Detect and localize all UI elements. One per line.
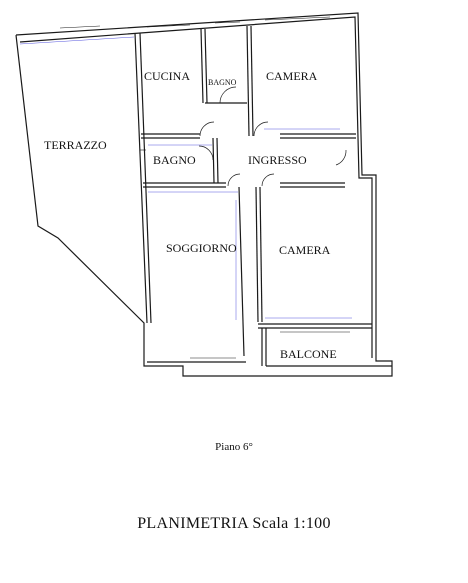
wall-kitchen-bath [200, 28, 204, 104]
wall-ingresso-split [238, 186, 245, 357]
room-label-terrazzo: TERRAZZO [44, 138, 107, 152]
room-label-bagno-small: BAGNO [208, 78, 237, 87]
dimension-line-terrace [19, 36, 135, 45]
terrace-wall [134, 32, 148, 324]
door-swing-camera [253, 121, 269, 137]
room-label-bagno: BAGNO [153, 153, 196, 167]
room-label-cucina: CUCINA [144, 69, 190, 83]
door-swing-camera-bottom [261, 173, 275, 187]
window-terrace [59, 25, 101, 29]
room-label-soggiorno: SOGGIORNO [166, 241, 237, 255]
floor-label: Piano 6° [215, 441, 253, 453]
wall-bath-camera [246, 25, 250, 137]
door-swing-soggiorno [227, 173, 241, 187]
room-label-camera-top: CAMERA [266, 69, 318, 83]
door-swing-bagno [198, 145, 214, 161]
outer-wall [15, 12, 393, 377]
door-swing-kitchen [199, 121, 215, 137]
wall-bagno-right [212, 137, 215, 184]
room-label-ingresso: INGRESSO [248, 153, 307, 167]
door-swing-ingresso [335, 149, 347, 166]
outer-wall-inner [19, 16, 373, 358]
room-label-camera-bottom: CAMERA [279, 243, 331, 257]
plan-title: PLANIMETRIA Scala 1:100 [137, 515, 331, 532]
wall-soggiorno-camera [255, 186, 259, 323]
door-swing-bath [219, 86, 237, 104]
room-label-balcone: BALCONE [280, 347, 337, 361]
